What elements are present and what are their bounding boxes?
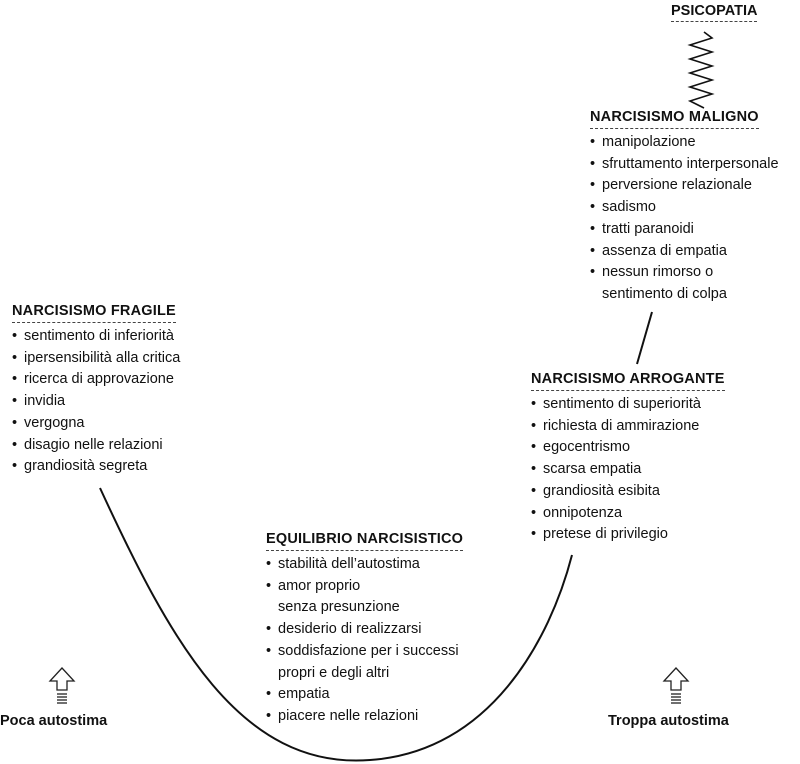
connector-line	[636, 311, 653, 365]
list-item: amor proprio senza presunzione	[266, 576, 463, 619]
malignant-narcissism-list: manipolazione sfruttamento interpersonal…	[590, 132, 779, 306]
malignant-narcissism-block: NARCISISMO MALIGNO manipolazione sfrutta…	[590, 108, 779, 306]
narcissistic-balance-list: stabilità dell’autostima amor proprio se…	[266, 554, 463, 728]
list-item: grandiosità segreta	[12, 456, 180, 478]
list-item: tratti paranoidi	[590, 219, 779, 241]
list-item: disagio nelle relazioni	[12, 435, 180, 457]
list-item: perversione relazionale	[590, 175, 779, 197]
arrogant-narcissism-title: NARCISISMO ARROGANTE	[531, 371, 725, 391]
list-item: piacere nelle relazioni	[266, 706, 463, 728]
psychopathy-label: PSICOPATIA	[671, 3, 758, 22]
list-item: onnipotenza	[531, 503, 725, 525]
list-item: sadismo	[590, 197, 779, 219]
up-arrow-icon-left	[48, 667, 76, 704]
list-item: grandiosità esibita	[531, 481, 725, 503]
list-item: empatia	[266, 684, 463, 706]
up-arrow-icon-right	[662, 667, 690, 704]
low-self-esteem-label: Poca autostima	[0, 713, 108, 729]
list-item: scarsa empatia	[531, 459, 725, 481]
list-item: pretese di privilegio	[531, 524, 725, 546]
list-item: manipolazione	[590, 132, 779, 154]
narcissistic-balance-block: EQUILIBRIO NARCISISTICO stabilità dell’a…	[266, 530, 464, 728]
malignant-narcissism-title: NARCISISMO MALIGNO	[590, 109, 759, 129]
list-item: vergogna	[12, 413, 180, 435]
high-self-esteem-label: Troppa autostima	[608, 713, 729, 729]
self-esteem-curve	[99, 487, 573, 762]
list-item: stabilità dell’autostima	[266, 554, 463, 576]
list-item: ricerca di approvazione	[12, 369, 180, 391]
narcissistic-balance-title: EQUILIBRIO NARCISISTICO	[266, 531, 464, 551]
list-item: sfruttamento interpersonale	[590, 154, 779, 176]
fragile-narcissism-list: sentimento di inferiorità ipersensibilit…	[12, 326, 180, 478]
list-item: ipersensibilità alla critica	[12, 348, 180, 370]
list-item: sentimento di inferiorità	[12, 326, 180, 348]
list-item: sentimento di superiorità	[531, 394, 725, 416]
list-item: desiderio di realizzarsi	[266, 619, 463, 641]
fragile-narcissism-block: NARCISISMO FRAGILE sentimento di inferio…	[12, 302, 180, 478]
list-item: egocentrismo	[531, 437, 725, 459]
fragile-narcissism-title: NARCISISMO FRAGILE	[12, 303, 176, 323]
list-item: richiesta di ammirazione	[531, 416, 725, 438]
list-item: nessun rimorso o sentimento di colpa	[590, 262, 779, 305]
zigzag-connector	[687, 31, 715, 109]
list-item: soddisfazione per i successi propri e de…	[266, 641, 463, 684]
arrogant-narcissism-block: NARCISISMO ARROGANTE sentimento di super…	[531, 370, 725, 546]
arrogant-narcissism-list: sentimento di superiorità richiesta di a…	[531, 394, 725, 546]
list-item: invidia	[12, 391, 180, 413]
list-item: assenza di empatia	[590, 241, 779, 263]
